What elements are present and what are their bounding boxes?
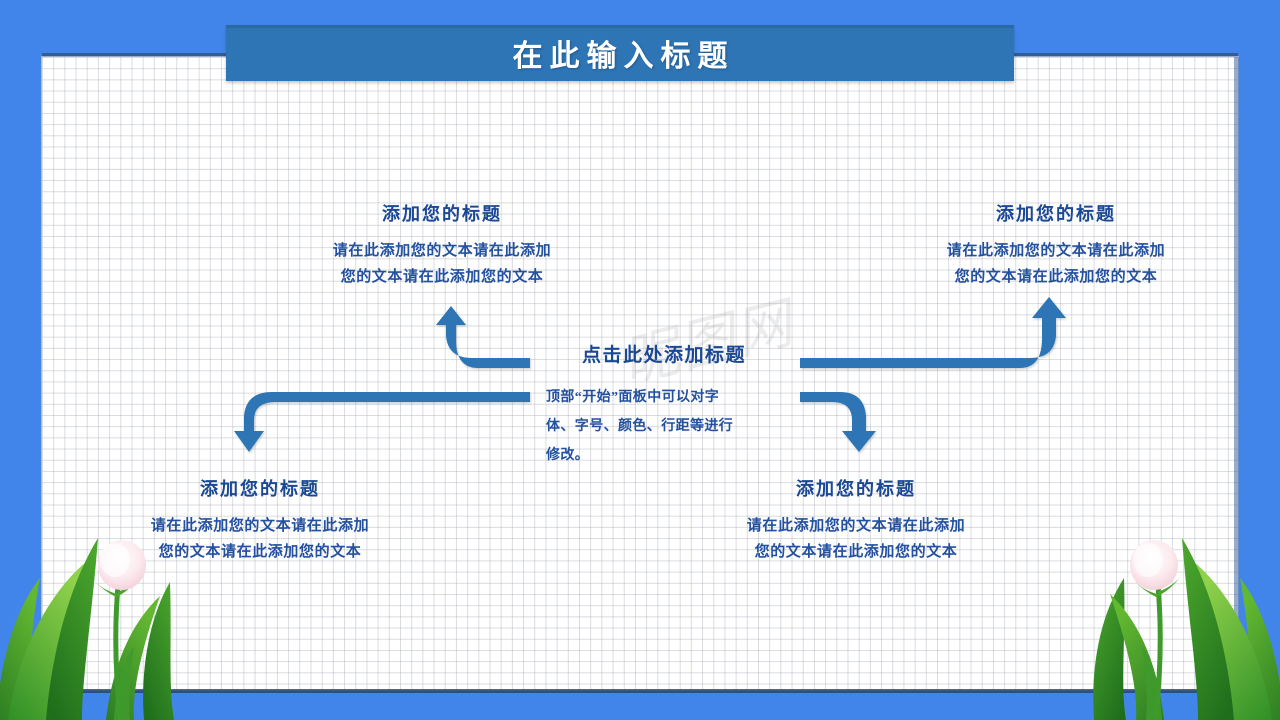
text-block-heading: 添加您的标题 xyxy=(382,204,502,224)
page-title: 在此输入标题 xyxy=(512,40,735,73)
center-body: 顶部“开始”面板中可以对字 体、字号、颜色、行距等进行 修改。 xyxy=(540,383,788,470)
center-text-block[interactable]: 点击此处添加标题 顶部“开始”面板中可以对字 体、字号、颜色、行距等进行 修改。 xyxy=(540,340,788,470)
text-block-line: 请在此添加您的文本请在此添加 xyxy=(746,518,966,534)
text-block-line: 您的文本请在此添加您的文本 xyxy=(158,544,362,560)
slide-grid-card xyxy=(42,57,1238,690)
text-block-line: 您的文本请在此添加您的文本 xyxy=(754,544,958,560)
text-block-top-right[interactable]: 添加您的标题 请在此添加您的文本请在此添加 您的文本请在此添加您的文本 xyxy=(876,200,1236,290)
text-block-heading: 添加您的标题 xyxy=(796,479,916,499)
slide-title-bar[interactable]: 在此输入标题 xyxy=(226,25,1014,81)
text-block-bottom-right[interactable]: 添加您的标题 请在此添加您的文本请在此添加 您的文本请在此添加您的文本 xyxy=(670,475,1042,565)
text-block-line: 请在此添加您的文本请在此添加 xyxy=(946,243,1166,259)
card-right-edge xyxy=(1234,57,1239,690)
card-bottom-edge xyxy=(42,689,1238,693)
text-block-line: 请在此添加您的文本请在此添加 xyxy=(150,518,370,534)
text-block-heading: 添加您的标题 xyxy=(200,479,320,499)
center-body-line: 体、字号、颜色、行距等进行 xyxy=(546,419,734,434)
text-block-bottom-left[interactable]: 添加您的标题 请在此添加您的文本请在此添加 您的文本请在此添加您的文本 xyxy=(74,475,446,565)
text-block-line: 请在此添加您的文本请在此添加 xyxy=(332,243,552,259)
text-block-line: 您的文本请在此添加您的文本 xyxy=(954,269,1158,285)
center-body-line: 顶部“开始”面板中可以对字 xyxy=(546,390,720,405)
text-block-top-left[interactable]: 添加您的标题 请在此添加您的文本请在此添加 您的文本请在此添加您的文本 xyxy=(262,200,622,290)
center-title: 点击此处添加标题 xyxy=(581,345,746,366)
center-body-line: 修改。 xyxy=(546,448,590,463)
text-block-heading: 添加您的标题 xyxy=(996,204,1116,224)
text-block-line: 您的文本请在此添加您的文本 xyxy=(340,269,544,285)
